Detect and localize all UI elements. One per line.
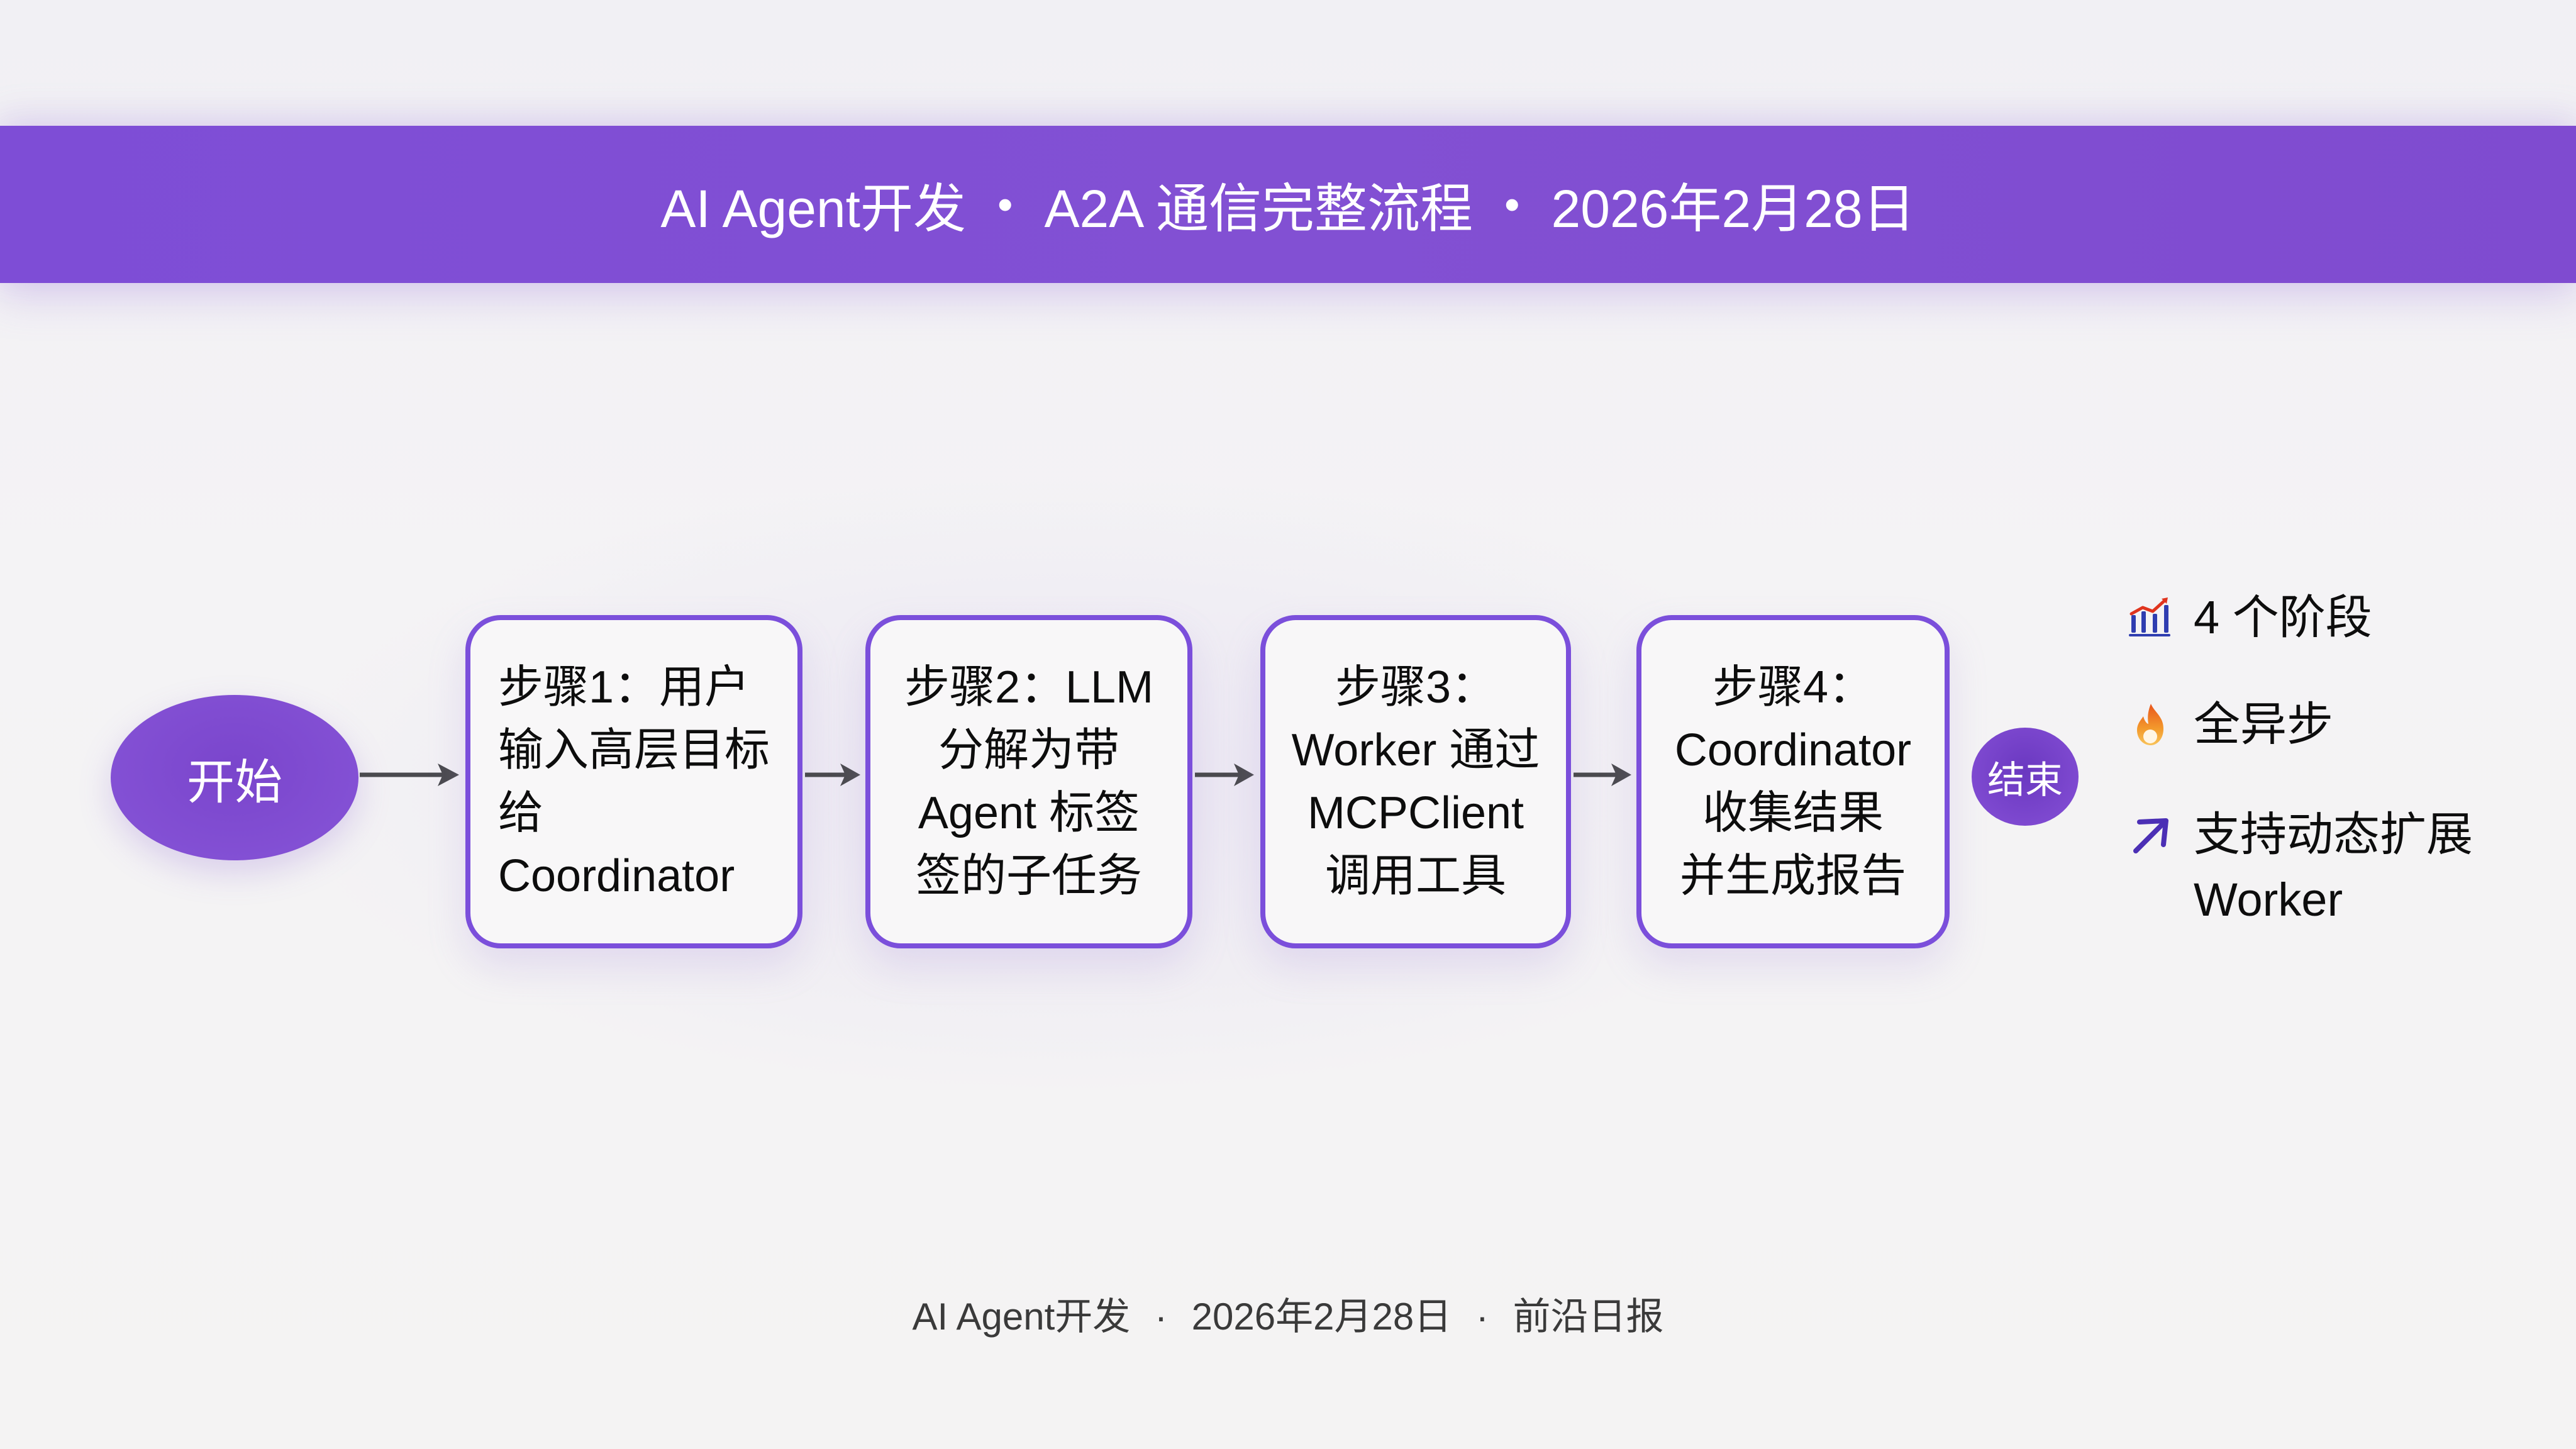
banner-separator: • <box>1504 180 1520 229</box>
legend-text-scaling: 支持动态扩展 Worker <box>2194 808 2473 926</box>
fire-icon <box>2126 699 2176 750</box>
footer-separator: · <box>1154 1296 1167 1338</box>
banner-title-subject: A2A 通信完整流程 <box>1044 179 1474 238</box>
footer-topic: AI Agent开发 <box>912 1296 1131 1338</box>
end-node-label: 结束 <box>1987 758 2063 802</box>
banner-title: AI Agent开发 • A2A 通信完整流程 • 2026年2月28日 <box>660 167 1915 243</box>
legend-item-async: 全异步 <box>2126 692 2333 757</box>
footer-source: 前沿日报 <box>1513 1296 1664 1338</box>
step-3-text: 步骤3： Worker 通过 MCPClient 调用工具 <box>1291 662 1540 901</box>
title-banner: AI Agent开发 • A2A 通信完整流程 • 2026年2月28日 <box>0 126 2576 283</box>
arrow-right-icon <box>1574 762 1633 787</box>
arrow-right-icon <box>805 762 862 787</box>
footer: AI Agent开发 · 2026年2月28日 · 前沿日报 <box>0 1286 2576 1341</box>
legend-item-stages: 4 个阶段 <box>2126 585 2372 650</box>
step-box-3: 步骤3： Worker 通过 MCPClient 调用工具 <box>1260 615 1571 948</box>
legend-text-async: 全异步 <box>2194 698 2333 750</box>
step-box-1: 步骤1：用户 输入高层目标 给 Coordinator <box>465 615 802 948</box>
footer-separator: · <box>1475 1296 1489 1338</box>
end-node: 结束 <box>1972 728 2079 826</box>
arrow-right-icon <box>1195 762 1255 787</box>
banner-title-topic: AI Agent开发 <box>660 179 967 238</box>
start-node: 开始 <box>111 695 358 860</box>
step-box-4: 步骤4： Coordinator 收集结果 并生成报告 <box>1636 615 1950 948</box>
legend-text-stages: 4 个阶段 <box>2194 591 2372 643</box>
start-node-label: 开始 <box>187 753 282 810</box>
footer-date: 2026年2月28日 <box>1191 1296 1452 1338</box>
bar-chart-trend-icon <box>2126 592 2176 643</box>
step-box-2: 步骤2：LLM 分解为带 Agent 标签 签的子任务 <box>865 615 1192 948</box>
legend-item-scaling: 支持动态扩展 Worker <box>2126 802 2473 933</box>
step-2-text: 步骤2：LLM 分解为带 Agent 标签 签的子任务 <box>904 662 1154 901</box>
arrow-up-right-icon <box>2126 809 2176 860</box>
arrow-right-icon <box>360 762 460 787</box>
step-1-text: 步骤1：用户 输入高层目标 给 Coordinator <box>497 662 770 901</box>
banner-title-date: 2026年2月28日 <box>1551 179 1916 238</box>
step-4-text: 步骤4： Coordinator 收集结果 并生成报告 <box>1674 662 1912 901</box>
banner-separator: • <box>997 180 1013 229</box>
